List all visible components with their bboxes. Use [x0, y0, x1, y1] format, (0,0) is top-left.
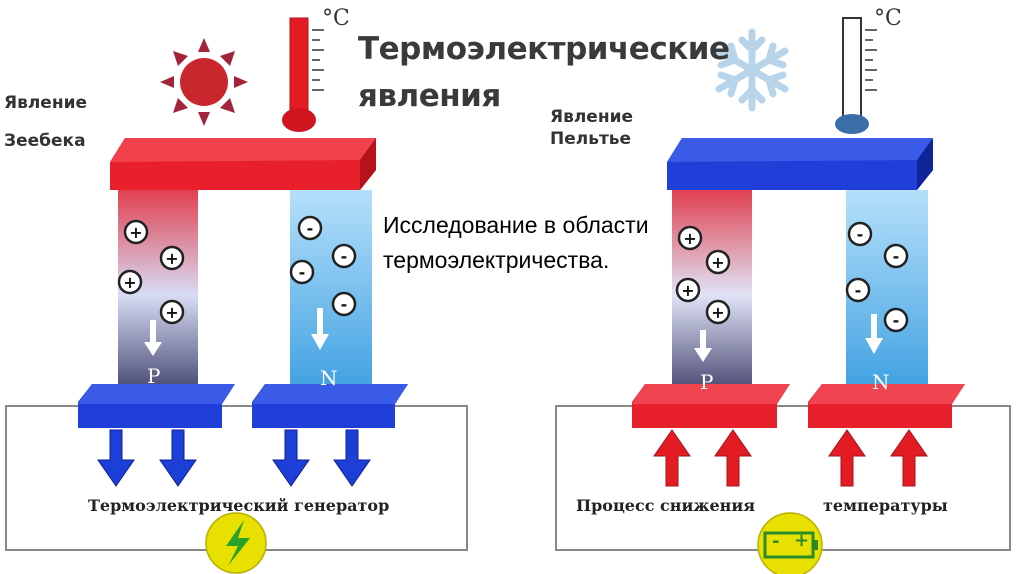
electron-carrier [331, 291, 357, 317]
electron-carrier [845, 277, 871, 303]
battery-icon [757, 512, 823, 574]
electron-carrier [331, 243, 357, 269]
hole-carrier [677, 225, 703, 251]
arrow-up-icon [653, 429, 691, 487]
page-title: Термоэлектрические явления [358, 31, 730, 114]
hole-carrier [159, 299, 185, 325]
thermometer-icon [835, 17, 877, 134]
carrier-sign: - [341, 247, 348, 266]
carrier-sign: - [893, 247, 900, 266]
hole-carrier [123, 219, 149, 245]
carrier-sign: + [123, 273, 136, 292]
carrier-sign: - [307, 219, 314, 238]
hole-carrier [705, 249, 731, 275]
p-leg-label: P [147, 364, 161, 388]
electron-carrier [883, 307, 909, 333]
carrier-sign: - [341, 295, 348, 314]
snowflake-icon [715, 28, 789, 112]
celsius-unit: °C [874, 6, 902, 31]
carrier-sign: + [165, 303, 178, 322]
carrier-sign: + [681, 281, 694, 300]
n-leg-label: N [320, 366, 338, 390]
seebeck-label: Явление Зеебека [4, 93, 88, 151]
arrow-down-icon [97, 429, 135, 487]
battery-plus: + [794, 530, 810, 551]
electron-carrier [847, 221, 873, 247]
p-leg-label: P [700, 370, 714, 394]
hole-carrier [117, 269, 143, 295]
carrier-sign: + [711, 253, 724, 272]
arrow-down-icon [333, 429, 371, 487]
carrier-sign: - [299, 263, 306, 282]
hole-carrier [159, 245, 185, 271]
hole-carrier [675, 277, 701, 303]
cooling-caption-1: Процесс снижения [576, 496, 756, 515]
cooling-caption-2: температуры [823, 496, 948, 515]
electron-carrier [289, 259, 315, 285]
carrier-sign: + [129, 223, 142, 242]
peltier-label: Явление Пельтье [550, 107, 634, 149]
lightning-icon [205, 512, 267, 574]
seebeck-device [5, 17, 468, 574]
arrow-up-icon [828, 429, 866, 487]
carrier-sign: - [893, 311, 900, 330]
arrow-down-icon [272, 429, 310, 487]
arrow-down-icon [159, 429, 197, 487]
charge-carriers: + + + + - - - - + + + + - - - - [117, 215, 909, 333]
carrier-sign: + [711, 303, 724, 322]
carrier-sign: + [683, 229, 696, 248]
carrier-sign: + [165, 249, 178, 268]
generator-caption: Термоэлектрический генератор [88, 496, 390, 515]
electron-carrier [297, 215, 323, 241]
hole-carrier [705, 299, 731, 325]
carrier-sign: - [857, 225, 864, 244]
electron-carrier [883, 243, 909, 269]
research-note: Исследование в области термоэлектричеств… [383, 212, 649, 273]
celsius-unit: °C [322, 6, 350, 31]
arrow-up-icon [890, 429, 928, 487]
carrier-sign: - [855, 281, 862, 300]
n-leg-label: N [872, 370, 890, 394]
battery-minus: - [772, 531, 780, 552]
thermometer-icon [282, 17, 324, 132]
arrow-up-icon [714, 429, 752, 487]
sun-icon [160, 38, 248, 126]
